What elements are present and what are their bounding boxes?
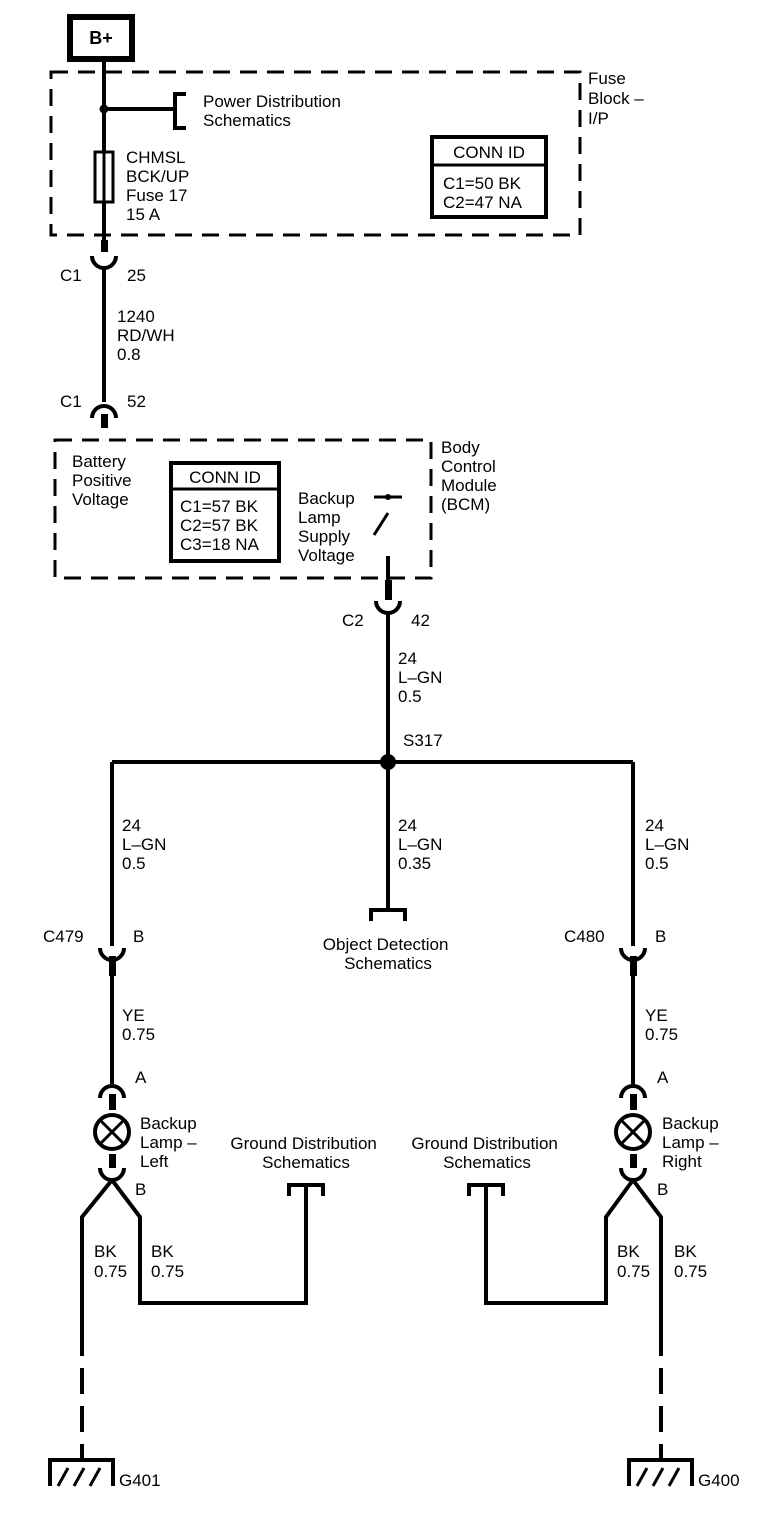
- bk-ll-label: BK 0.75: [94, 1242, 127, 1281]
- connector-c1-52: [90, 404, 118, 428]
- ye-left-label: YE 0.75: [122, 1006, 155, 1044]
- battery-terminal: B+: [67, 14, 135, 62]
- object-detection-bracket: [369, 908, 407, 921]
- ground-g400-icon: [627, 1446, 694, 1487]
- fuse-block-conn-id: CONN ID C1=50 BK C2=47 NA: [430, 135, 548, 219]
- wire-bk-right-inner: [484, 1178, 635, 1305]
- bcm-conn-id: CONN ID C1=57 BK C2=57 BK C3=18 NA: [169, 461, 281, 563]
- wire-24-center-label: 24 L–GN 0.35: [398, 816, 447, 873]
- backup-supply-switch: [372, 494, 402, 590]
- wire-24-main-label: 24 L–GN 0.5: [398, 649, 447, 706]
- wire-24-right-label: 24 L–GN 0.5: [645, 816, 694, 873]
- lamp-left-pin-a: A: [135, 1068, 147, 1087]
- wire-bk-right-outer: [631, 1178, 663, 1330]
- splice-label: S317: [403, 731, 443, 750]
- backup-lamp-right: [614, 1084, 652, 1182]
- connector-c1-25: [90, 240, 118, 402]
- battery-positive-voltage-label: Battery Positive Voltage: [72, 452, 136, 509]
- battery-label: B+: [89, 28, 113, 48]
- c2-name: C2: [342, 611, 364, 630]
- wire-bk-left-inner: [110, 1178, 308, 1305]
- c1-bcm-pin: 52: [127, 392, 146, 411]
- connector-c480: [619, 947, 647, 1084]
- power-dist-label: Power Distribution Schematics: [203, 92, 346, 130]
- object-detection-label: Object Detection Schematics: [323, 935, 453, 973]
- wire-1240-label: 1240 RD/WH 0.8: [117, 307, 179, 364]
- ground-dist-right-bracket: [467, 1183, 505, 1196]
- backup-lamp-left: [93, 1084, 131, 1182]
- conn-id-row: C3=18 NA: [180, 535, 260, 554]
- power-dist-bracket: [173, 92, 186, 130]
- lamp-left-pin-b: B: [135, 1180, 146, 1199]
- connector-c2-42: [374, 580, 402, 762]
- conn-id-row: C1=57 BK: [180, 497, 259, 516]
- conn-id-row: C2=57 BK: [180, 516, 259, 535]
- conn-id-header: CONN ID: [189, 468, 261, 487]
- c479-name: C479: [43, 927, 84, 946]
- c480-pin: B: [655, 927, 666, 946]
- c1-top-name: C1: [60, 266, 82, 285]
- c1-bcm-name: C1: [60, 392, 82, 411]
- ground-g401-icon: [48, 1446, 115, 1487]
- conn-id-header: CONN ID: [453, 143, 525, 162]
- wire-24-left-label: 24 L–GN 0.5: [122, 816, 171, 873]
- lamp-right-pin-b: B: [657, 1180, 668, 1199]
- ground-g401-label: G401: [119, 1471, 161, 1490]
- c479-pin: B: [133, 927, 144, 946]
- lamp-right-pin-a: A: [657, 1068, 669, 1087]
- bk-rr-label: BK 0.75: [674, 1242, 707, 1281]
- connector-c479: [98, 947, 126, 1084]
- ground-g400-label: G400: [698, 1471, 740, 1490]
- ground-dist-left-label: Ground Distribution Schematics: [230, 1134, 381, 1172]
- bk-rl-label: BK 0.75: [617, 1242, 650, 1281]
- conn-id-row: C2=47 NA: [443, 193, 523, 212]
- bcm-box: [53, 438, 433, 580]
- fuse-block-title: Fuse Block – I/P: [588, 69, 648, 128]
- wire-bk-left-outer: [80, 1178, 114, 1330]
- c2-pin: 42: [411, 611, 430, 630]
- fuse-label: CHMSL BCK/UP Fuse 17 15 A: [126, 148, 194, 224]
- ye-right-label: YE 0.75: [645, 1006, 678, 1044]
- c1-top-pin: 25: [127, 266, 146, 285]
- c480-name: C480: [564, 927, 605, 946]
- lamp-right-label: Backup Lamp – Right: [662, 1114, 723, 1171]
- lamp-left-label: Backup Lamp – Left: [140, 1114, 201, 1171]
- conn-id-row: C1=50 BK: [443, 174, 522, 193]
- backup-supply-label: Backup Lamp Supply Voltage: [298, 489, 359, 565]
- ground-dist-right-label: Ground Distribution Schematics: [411, 1134, 562, 1172]
- bcm-title: Body Control Module (BCM): [441, 438, 502, 514]
- ground-dist-left-bracket: [287, 1183, 325, 1196]
- fuse-block-box: [49, 70, 582, 237]
- bk-lr-label: BK 0.75: [151, 1242, 184, 1281]
